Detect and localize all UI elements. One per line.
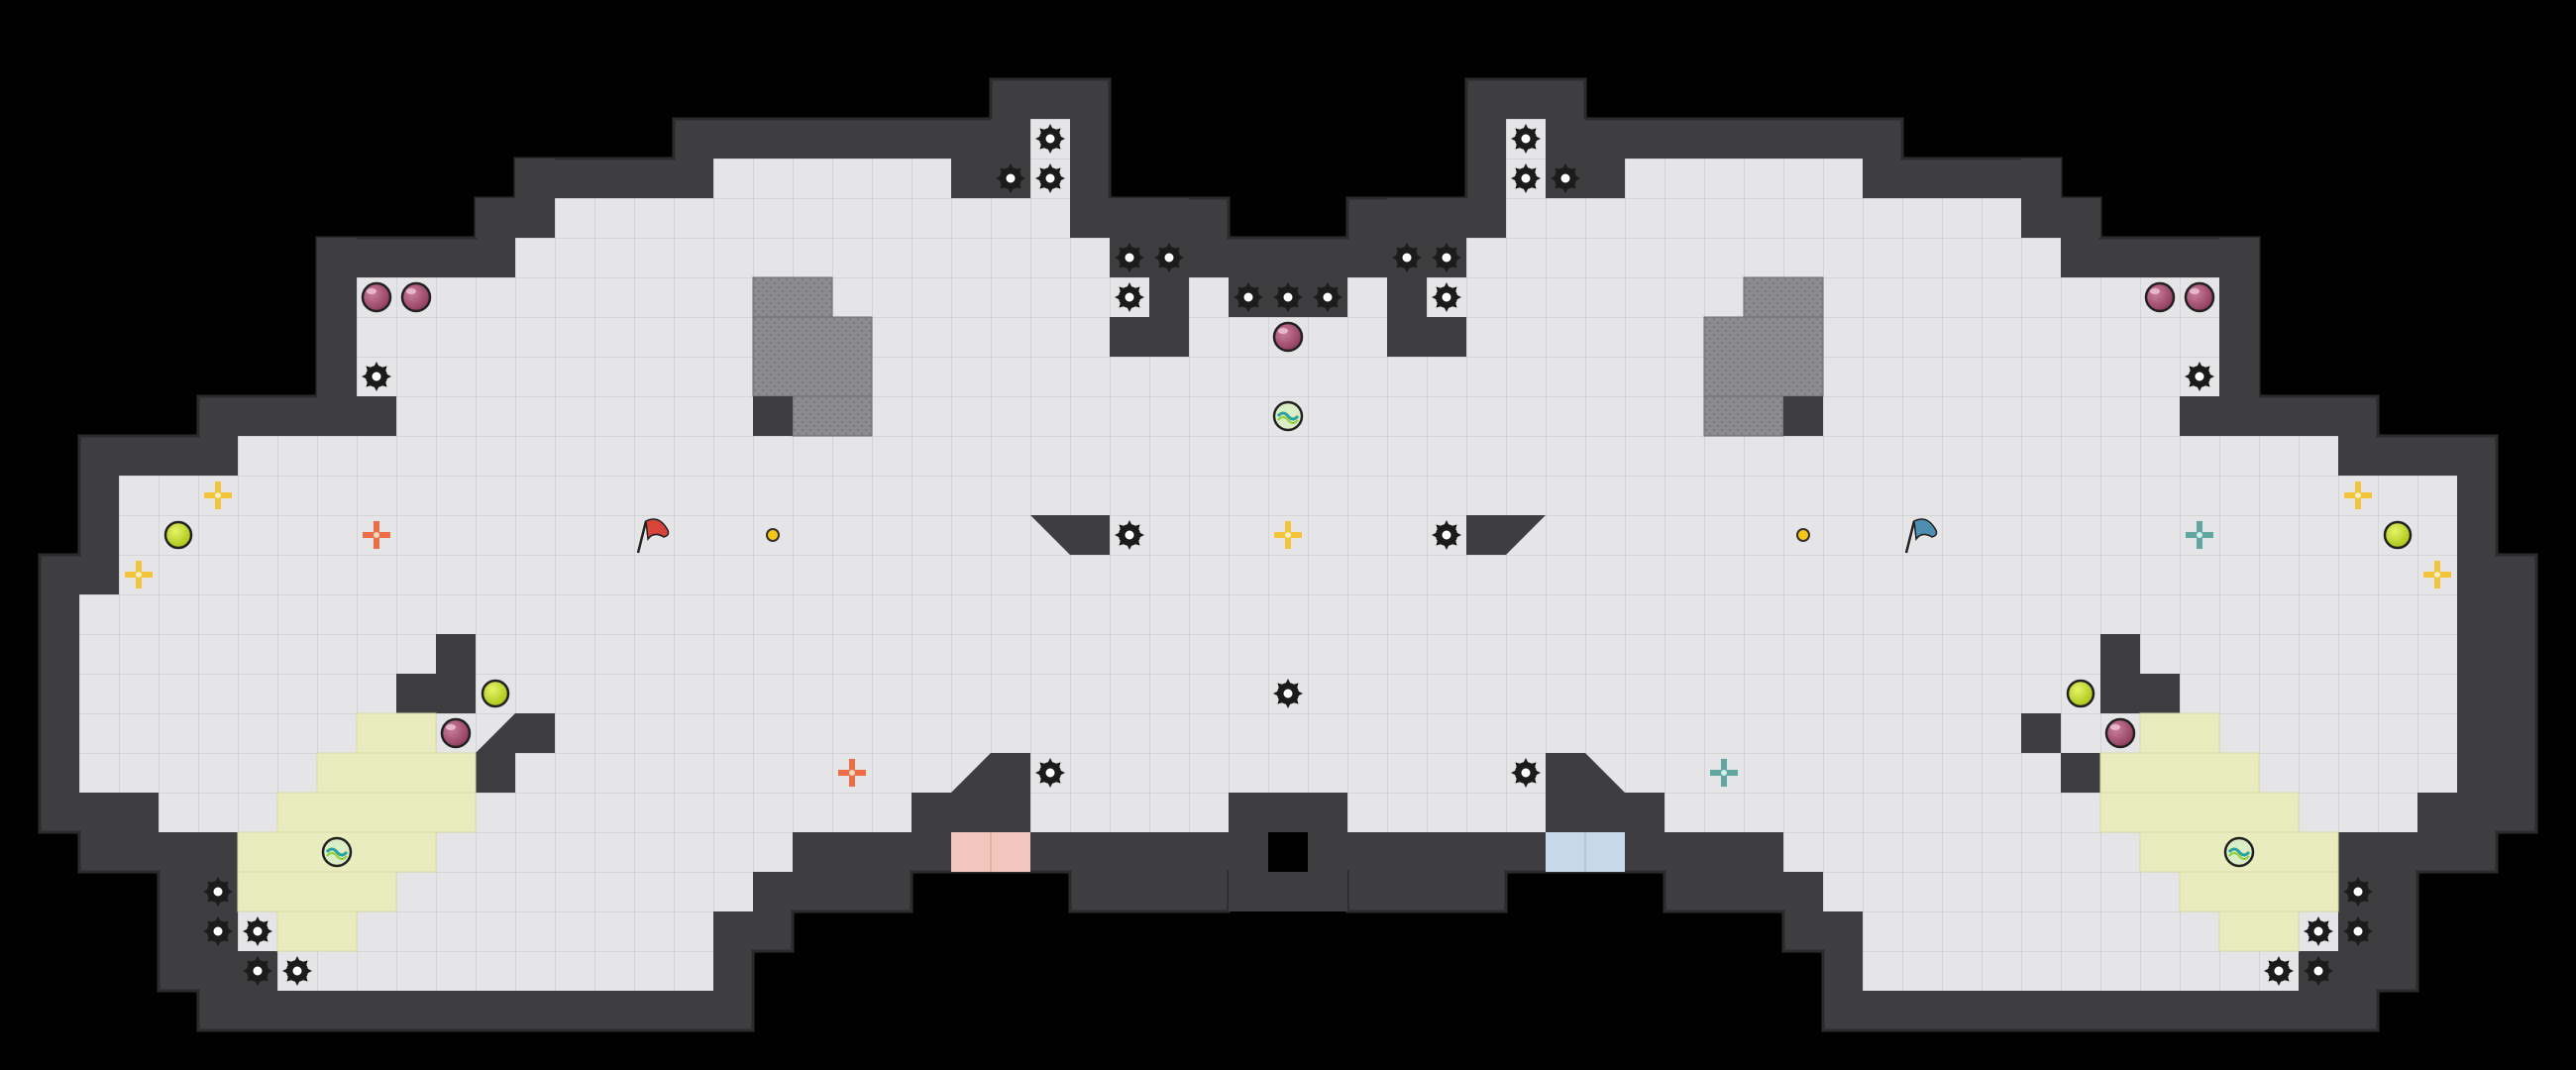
spike-icon (1035, 758, 1065, 788)
spike-icon (2343, 877, 2373, 907)
spike-icon (2185, 362, 2214, 391)
powerup-icon (2066, 679, 2095, 708)
portal-icon (321, 836, 353, 868)
spike-icon (1115, 243, 1144, 272)
spike-icon (362, 362, 391, 391)
spike-icon (1551, 163, 1580, 193)
inner-walls (317, 119, 2259, 911)
center-hole (1268, 832, 1308, 872)
spike-icon (1313, 282, 1342, 312)
block-cluster-right (1703, 276, 1824, 437)
bomb-icon (440, 717, 472, 749)
spike-icon (243, 956, 272, 986)
spike-icon (203, 916, 233, 946)
spike-icon (1273, 282, 1303, 312)
powerup-icon (481, 679, 510, 708)
powerup-icon (2383, 520, 2413, 550)
bomb-icon (2184, 281, 2215, 313)
spike-icon (1432, 282, 1461, 312)
spike-icon (2343, 916, 2373, 946)
blue-gate (1546, 832, 1625, 872)
spike-icon (2304, 916, 2333, 946)
spike-icon (1432, 243, 1461, 272)
spike-icon (1511, 124, 1541, 154)
bomb-icon (2144, 281, 2176, 313)
spike-icon (1432, 520, 1461, 550)
spike-icon (1511, 758, 1541, 788)
spike-icon (1511, 163, 1541, 193)
block-cluster-left (752, 276, 873, 437)
spike-icon (1273, 679, 1303, 708)
spike-icon (282, 956, 312, 986)
spike-icon (243, 916, 272, 946)
yellow-zone-left (237, 712, 477, 952)
bomb-icon (1272, 321, 1304, 353)
spike-icon (1035, 163, 1065, 193)
spike-icon (1392, 243, 1422, 272)
spike-icon (2304, 956, 2333, 986)
spike-icon (1115, 520, 1144, 550)
booster-icon (1796, 528, 1810, 542)
spike-icon (203, 877, 233, 907)
bomb-icon (400, 281, 432, 313)
map-floor (79, 119, 2457, 991)
powerup-icon (163, 520, 193, 550)
red-flag-icon (636, 518, 670, 554)
portal-icon (1272, 400, 1304, 432)
spike-icon (1035, 124, 1065, 154)
red-gate (951, 832, 1030, 872)
portal-icon (2223, 836, 2255, 868)
blue-flag-icon (1904, 518, 1938, 554)
bomb-icon (2104, 717, 2136, 749)
spike-icon (996, 163, 1025, 193)
spike-icon (2264, 956, 2294, 986)
booster-icon (766, 528, 780, 542)
bomb-icon (361, 281, 392, 313)
spike-icon (1115, 282, 1144, 312)
spike-icon (1234, 282, 1263, 312)
spike-icon (1154, 243, 1184, 272)
